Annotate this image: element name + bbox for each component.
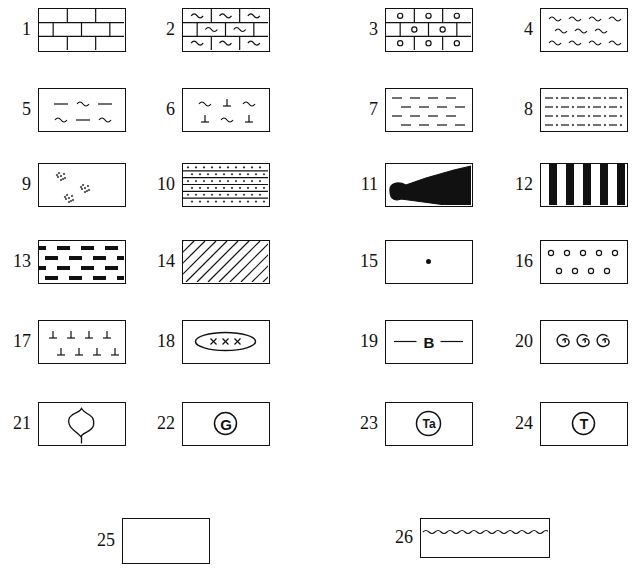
- legend-symbol-box: 21: [38, 402, 126, 446]
- legend-symbol-box: 12: [540, 163, 628, 207]
- item-number: 14: [157, 251, 175, 272]
- legend-symbol-box: 13: [38, 240, 126, 284]
- item-number: 8: [524, 99, 533, 120]
- pattern-symbol: [541, 164, 626, 205]
- pattern-symbol: [39, 89, 124, 130]
- pattern-symbol: [541, 321, 626, 362]
- item-number: 19: [360, 331, 378, 352]
- item-number: 12: [515, 174, 533, 195]
- item-number: 13: [13, 251, 31, 272]
- legend-symbol-box: 16: [540, 240, 628, 284]
- item-number: 4: [524, 19, 533, 40]
- item-number: 1: [22, 19, 31, 40]
- legend-symbol-box: 8: [540, 88, 628, 132]
- legend-symbol-box: 10: [182, 163, 270, 207]
- pattern-symbol: [39, 164, 124, 205]
- symbol-letter: Ta: [422, 418, 435, 430]
- legend-symbol-box: 17: [38, 320, 126, 364]
- legend-symbol-box: 18: [182, 320, 270, 364]
- item-number: 23: [360, 413, 378, 434]
- symbol-letter: B: [424, 335, 435, 350]
- legend-symbol-box: 6: [182, 88, 270, 132]
- legend-symbol-box: 1: [38, 8, 126, 52]
- item-number: 6: [166, 99, 175, 120]
- item-number: 2: [166, 19, 175, 40]
- item-number: 22: [157, 413, 175, 434]
- pattern-symbol: [183, 9, 268, 50]
- legend-symbol-box: 20: [540, 320, 628, 364]
- legend-symbol-box: 9: [38, 163, 126, 207]
- pattern-symbol: [39, 321, 124, 362]
- legend-symbol-box: 15: [385, 240, 473, 284]
- pattern-symbol: [39, 9, 124, 50]
- pattern-symbol: [183, 164, 268, 205]
- item-number: 5: [22, 99, 31, 120]
- item-number: 7: [369, 99, 378, 120]
- legend-symbol-box: 19B: [385, 320, 473, 364]
- legend-symbol-box: 24T: [540, 402, 628, 446]
- item-number: 21: [13, 413, 31, 434]
- pattern-symbol: [386, 9, 471, 50]
- legend-symbol-box: 14: [182, 240, 270, 284]
- legend-symbol-box: 25: [122, 518, 210, 564]
- pattern-symbol: [386, 164, 471, 205]
- item-number: 10: [157, 174, 175, 195]
- legend-symbol-box: 22G: [182, 402, 270, 446]
- legend-symbol-box: 4: [540, 8, 628, 52]
- legend-symbol-box: 26: [420, 518, 550, 558]
- legend-symbol-box: 5: [38, 88, 126, 132]
- legend-symbol-box: 7: [385, 88, 473, 132]
- pattern-symbol: [183, 89, 268, 130]
- pattern-symbol: [123, 519, 208, 562]
- pattern-symbol: [541, 9, 626, 50]
- item-number: 26: [395, 527, 413, 548]
- pattern-symbol: [421, 519, 548, 556]
- item-number: 17: [13, 331, 31, 352]
- pattern-symbol: [39, 403, 124, 444]
- item-number: 15: [360, 251, 378, 272]
- pattern-symbol: [386, 241, 471, 282]
- item-number: 11: [361, 174, 378, 195]
- legend-symbol-box: 23Ta: [385, 402, 473, 446]
- legend-symbol-box: 2: [182, 8, 270, 52]
- pattern-symbol: [541, 89, 626, 130]
- pattern-symbol: [386, 89, 471, 130]
- item-number: 18: [157, 331, 175, 352]
- item-number: 16: [515, 251, 533, 272]
- item-number: 3: [369, 19, 378, 40]
- symbol-letter: T: [580, 417, 589, 431]
- legend-symbol-box: 11: [385, 163, 473, 207]
- pattern-symbol: [183, 241, 268, 282]
- legend-symbol-box: 3: [385, 8, 473, 52]
- item-number: 20: [515, 331, 533, 352]
- pattern-symbol: [183, 321, 268, 362]
- item-number: 9: [22, 174, 31, 195]
- symbol-letter: G: [220, 417, 232, 432]
- pattern-symbol: [541, 241, 626, 282]
- item-number: 25: [97, 530, 115, 551]
- item-number: 24: [515, 413, 533, 434]
- pattern-symbol: [39, 241, 124, 282]
